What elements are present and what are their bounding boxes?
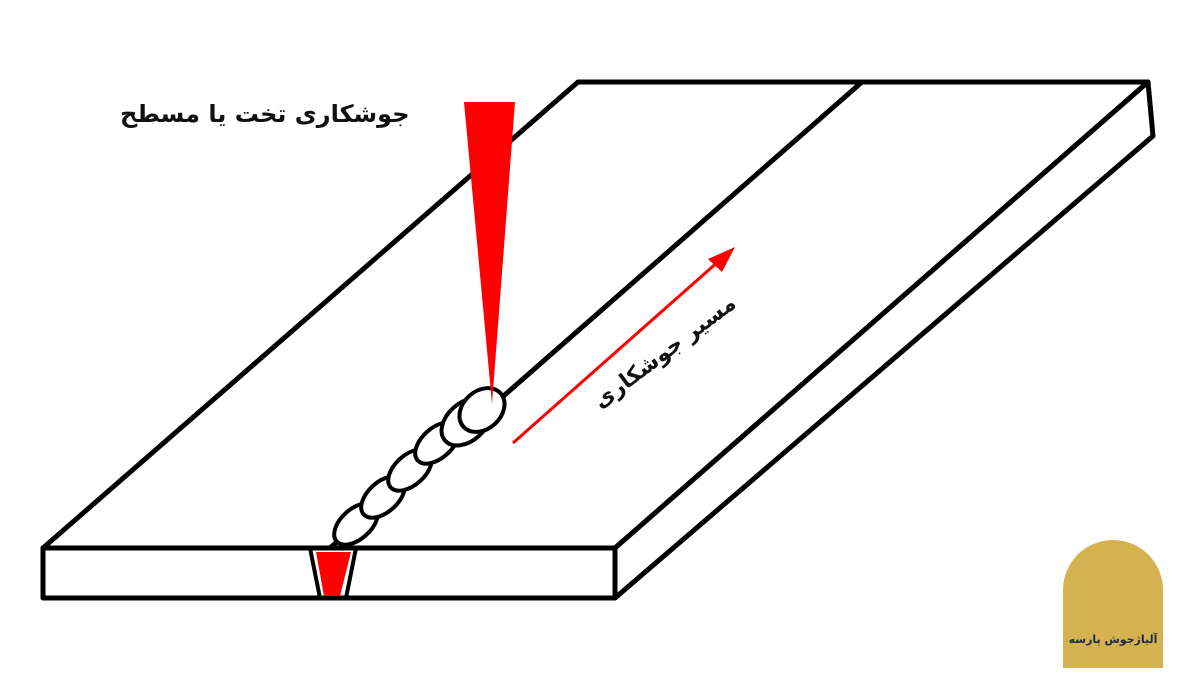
weld-ripple bbox=[457, 386, 507, 434]
joint-front-left bbox=[308, 547, 322, 599]
direction-arrow-head bbox=[708, 247, 735, 272]
brand-logo: آلیاژجوش پارسه bbox=[1063, 540, 1163, 668]
brand-logo-text: آلیاژجوش پارسه bbox=[1068, 633, 1158, 646]
plate-side-face bbox=[612, 79, 1156, 601]
direction-arrow-shaft bbox=[512, 258, 721, 445]
weld-cross-section bbox=[316, 552, 351, 596]
joint-front-right bbox=[344, 547, 358, 599]
diagram-title: جوشکاری تخت یا مسطح bbox=[120, 100, 410, 128]
weld-bead bbox=[332, 386, 507, 547]
electrode-cone bbox=[464, 102, 515, 404]
